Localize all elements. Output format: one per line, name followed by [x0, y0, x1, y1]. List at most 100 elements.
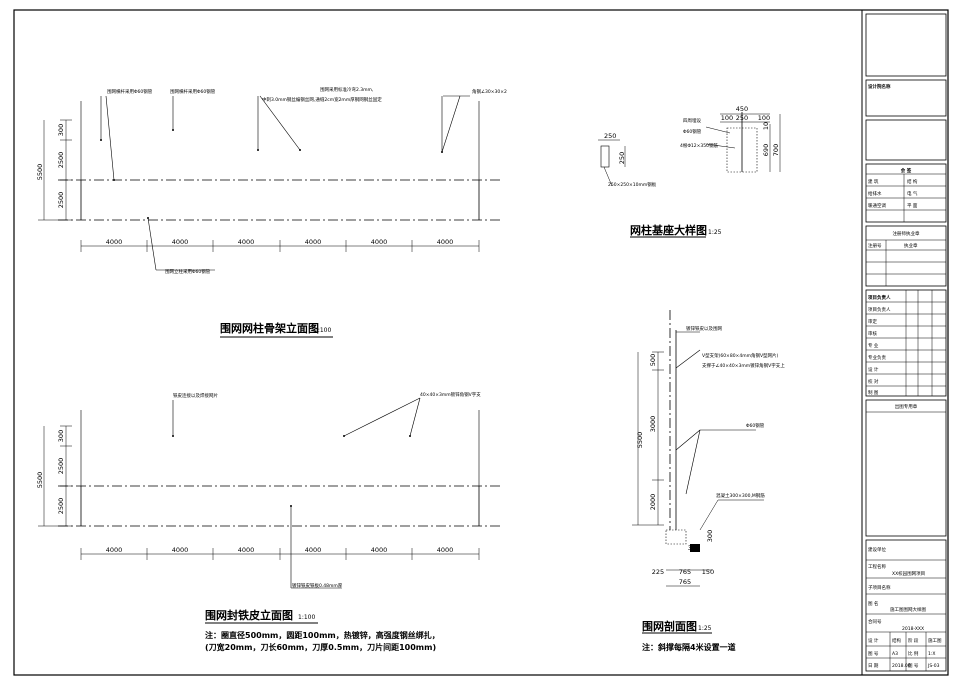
- info-label: 图 名: [868, 600, 878, 607]
- sign-cell: 平 面: [907, 203, 918, 209]
- label: 围网立柱采用Φ60钢管: [165, 268, 211, 275]
- info-label: 建设单位: [868, 546, 886, 553]
- label: 中刺3.0mm钢丝编钢丝网,通缝2cm宽2mm厚钢网钢丝固定: [262, 96, 382, 103]
- title-block-text: 设计院名称 会 签 建 筑 结 构 给排水 电 气 暖通空调 平 面 注册师执业…: [868, 83, 942, 669]
- section-view-text: 镀锌铁皮以及围网 V型支架(60×80×4mm角钢V型网片) 支撑于∠40×40…: [636, 325, 785, 652]
- dim: 450: [736, 105, 748, 113]
- section-view: [632, 310, 764, 634]
- info-label: 合同号: [868, 618, 882, 625]
- label: 镀锌铁皮以及围网: [686, 325, 722, 332]
- bottom-cell: 图 号: [908, 663, 919, 669]
- label: 四周埋设: [683, 117, 701, 124]
- sign-cell: 结 构: [907, 178, 918, 185]
- dim: 300: [688, 544, 700, 552]
- sheet-elevation-text: 铁皮连接以及焊接网片 40×40×3mm镀锌角钢V字支 镀锌铁皮铁板0.48mm…: [36, 391, 481, 652]
- view-title: 网柱基座大样图: [630, 223, 707, 237]
- sign-cell: 给排水: [868, 190, 882, 197]
- bottom-cell: 2018.06: [892, 663, 911, 669]
- label: 4根Φ12×350钢筋: [680, 142, 718, 149]
- dim: 100: [758, 114, 770, 122]
- dim: 250: [618, 152, 626, 164]
- bottom-cell: 1:X: [928, 651, 935, 657]
- dim-span: 4000: [371, 238, 388, 246]
- view-scale: 1:25: [698, 625, 712, 632]
- seal-title: 注册师执业章: [893, 230, 920, 237]
- dim: 300: [706, 530, 714, 542]
- dim: 150: [702, 568, 714, 576]
- outer-border: [13, 9, 949, 676]
- dim-span: 4000: [371, 546, 388, 554]
- dim: 765: [679, 568, 691, 576]
- dim: 5500: [636, 432, 644, 449]
- info-label: 工程名称: [868, 563, 886, 570]
- sign-cell: 暖通空调: [868, 202, 886, 209]
- dim-span: 4000: [305, 238, 322, 246]
- dim: 700: [772, 144, 780, 156]
- dim: 500: [649, 354, 657, 366]
- label: 混凝土300×300,M钢筋: [716, 492, 765, 499]
- staff-role: 制 图: [868, 389, 879, 396]
- label: 支撑于∠40×40×3mm镀锌角钢V字支上: [702, 362, 785, 369]
- view-title: 围网封铁皮立面图: [205, 608, 293, 622]
- company-name: 设计院名称: [868, 83, 891, 90]
- dim: 690: [762, 144, 770, 156]
- dim-span: 4000: [437, 546, 454, 554]
- dim-span: 4000: [106, 546, 123, 554]
- bottom-cell: 图 号: [868, 651, 879, 657]
- project-name: XX校园围网项目: [892, 570, 925, 577]
- staff-role: 项目负责人: [868, 306, 891, 313]
- view-scale: 1:25: [708, 229, 722, 236]
- label: Φ60钢管: [746, 422, 765, 429]
- label: 镀锌铁皮铁板0.48mm厚: [292, 582, 343, 589]
- seal-cell: 注册号: [868, 242, 882, 249]
- view-scale: 1:100: [314, 327, 331, 334]
- dim-span: 4000: [238, 546, 255, 554]
- dim-height: 2500: [57, 192, 65, 209]
- note-line: 注：斜撑每隔4米设置一道: [642, 642, 736, 652]
- dim: 10: [762, 122, 770, 130]
- label: 围网采用标准冷弯2.3mm,: [320, 86, 373, 93]
- staff-role: 设 计: [868, 366, 879, 373]
- sign-cell: 建 筑: [868, 178, 879, 185]
- sign-cell: 电 气: [907, 190, 918, 197]
- dim: 225: [652, 568, 664, 576]
- bottom-cell: 日 期: [868, 663, 879, 669]
- note-line: 注：圈直径500mm，圆距100mm，热镀锌，高强度钢丝绑扎，: [205, 630, 440, 640]
- staff-role: 校 对: [868, 378, 879, 385]
- view-title: 围网网柱骨架立面图: [220, 321, 319, 335]
- staff-role: 项目负责人: [868, 294, 891, 301]
- dim: 250: [736, 114, 748, 122]
- staff-role: 专 业: [868, 342, 879, 349]
- dim-height: 2500: [57, 458, 65, 475]
- drawing-name: 施工图围网大样图: [890, 606, 926, 613]
- label: Φ60钢管: [683, 128, 702, 135]
- bottom-cell: JS-03: [927, 663, 940, 669]
- dim-span: 4000: [172, 546, 189, 554]
- dim-span: 4000: [172, 238, 189, 246]
- dim: 2000: [649, 494, 657, 511]
- base-detail-text: 四周埋设 Φ60钢管 4根Φ12×350钢筋 250×250×10mm钢板 25…: [604, 105, 780, 237]
- cert-title: 出图专用章: [895, 403, 918, 410]
- dim: 250: [604, 132, 616, 140]
- dim-height: 5500: [36, 472, 44, 489]
- staff-role: 专业负责: [868, 354, 886, 361]
- label: 围网横杆采用Φ60钢管: [170, 88, 216, 95]
- dim: 100: [721, 114, 733, 122]
- label: 角钢∠30×30×2: [472, 88, 507, 95]
- dim-height: 5500: [36, 164, 44, 181]
- dim-span: 4000: [437, 238, 454, 246]
- label: V型支架(60×80×4mm角钢V型网片): [702, 352, 779, 359]
- bottom-cell: 比 例: [908, 650, 919, 657]
- dim-height: 2500: [57, 152, 65, 169]
- dim-height: 300: [57, 430, 65, 442]
- label: 铁皮连接以及焊接网片: [173, 392, 218, 399]
- dim: 765: [679, 578, 691, 586]
- bottom-cell: 阶 段: [908, 637, 919, 644]
- bottom-cell: A3: [892, 651, 898, 657]
- info-label: 子项目名称: [868, 584, 891, 591]
- dim-height: 2500: [57, 498, 65, 515]
- staff-role: 审核: [868, 330, 877, 337]
- dim-height: 300: [57, 124, 65, 136]
- dim-span: 4000: [106, 238, 123, 246]
